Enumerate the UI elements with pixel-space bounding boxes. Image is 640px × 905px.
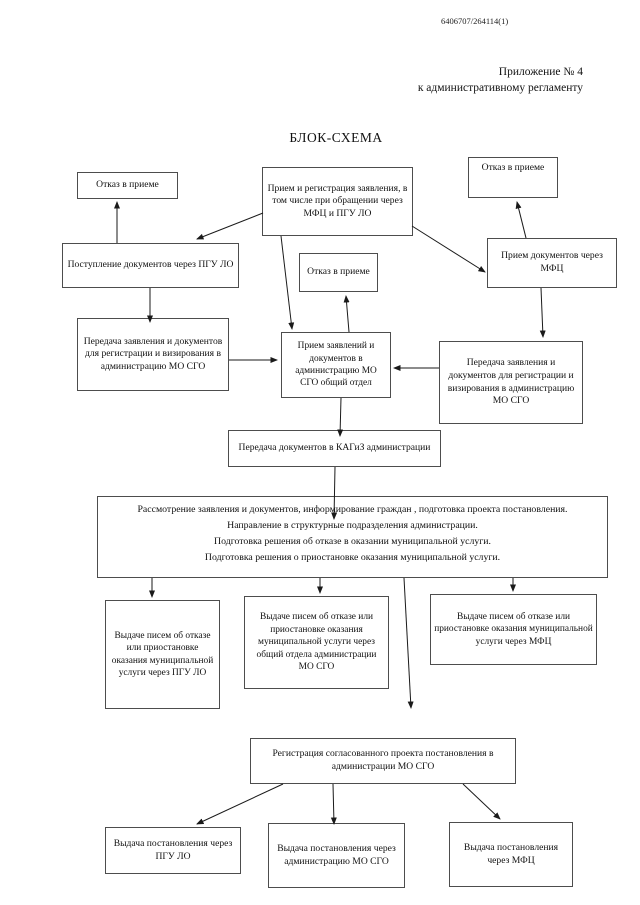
annex-line-2: к административному регламенту	[417, 82, 583, 95]
arrow-registration-to-issue-admin	[330, 783, 337, 825]
node-reception-main-label: Прием и регистрация заявления, в том чис…	[267, 182, 408, 219]
node-letters-pgu: Выдаче писем об отказе или приостановке …	[105, 600, 220, 709]
arrow-reception-mfc-to-refusal-right	[515, 201, 527, 239]
node-transfer-kagiz: Передача документов в КАГиЗ администраци…	[228, 430, 441, 467]
node-issue-mfc-label: Выдача постановления через МФЦ	[463, 841, 559, 866]
annex-reference: Приложение № 4 к административному регла…	[418, 64, 583, 96]
arrow-main-to-reception-dept	[280, 235, 295, 330]
node-review-line-1: Рассмотрение заявления и документов, инф…	[137, 504, 568, 515]
node-refusal-right-label: Отказ в приеме	[481, 162, 545, 173]
arrow-registration-to-issue-pgu	[196, 783, 284, 825]
node-issue-admin: Выдача постановления через администрацию…	[268, 823, 405, 888]
node-refusal-center-label: Отказ в приеме	[307, 266, 370, 278]
node-incoming-pgu-label: Поступление документов через ПГУ ЛО	[67, 259, 234, 271]
arrow-main-to-incoming-pgu	[196, 212, 264, 240]
document-number: 6406707/264114(1)	[441, 16, 509, 26]
node-reception-dept: Прием заявлений и документов в администр…	[281, 332, 391, 398]
arrow-review-to-registration	[403, 577, 414, 709]
arrow-registration-to-issue-mfc	[462, 783, 501, 820]
node-review-line-2: Направление в структурные подразделения …	[227, 519, 478, 531]
node-transfer-left: Передача заявления и документов для реги…	[77, 318, 229, 391]
node-refusal-left: Отказ в приеме	[77, 172, 178, 199]
node-transfer-right: Передача заявления и документов для реги…	[439, 341, 583, 424]
node-letters-pgu-label: Выдаче писем об отказе или приостановке …	[111, 630, 214, 678]
arrow-reception-dept-to-refusal-center	[343, 295, 350, 333]
node-reception-main: Прием и регистрация заявления, в том чис…	[262, 167, 413, 236]
node-reception-dept-label: Прием заявлений и документов в администр…	[295, 341, 377, 389]
arrow-reception-mfc-to-transfer-right	[539, 287, 546, 338]
node-letters-mfc-label: Выдаче писем об отказе или приостановке …	[434, 611, 593, 647]
node-transfer-left-label: Передача заявления и документов для реги…	[83, 335, 223, 372]
node-transfer-kagiz-label: Передача документов в КАГиЗ администраци…	[238, 442, 431, 454]
node-reception-mfc: Прием документов через МФЦ	[487, 238, 617, 288]
node-refusal-left-label: Отказ в приеме	[96, 179, 159, 191]
node-refusal-center: Отказ в приеме	[299, 253, 378, 292]
node-review: Рассмотрение заявления и документов, инф…	[97, 496, 608, 578]
node-letters-dept: Выдаче писем об отказе или приостановке …	[244, 596, 389, 689]
node-reception-mfc-label: Прием документов через МФЦ	[501, 250, 603, 274]
node-review-line-4: Подготовка решения о приостановке оказан…	[204, 551, 501, 563]
flowchart-title: БЛОК-СХЕМА	[289, 130, 383, 145]
node-refusal-right: Отказ в приеме	[468, 157, 558, 198]
node-letters-dept-label: Выдаче писем об отказе или приостановке …	[256, 612, 377, 673]
node-issue-admin-label: Выдача постановления через администрацию…	[277, 842, 396, 867]
node-letters-mfc: Выдаче писем об отказе или приостановке …	[430, 594, 597, 665]
arrow-main-to-reception-mfc	[411, 225, 486, 273]
node-registration: Регистрация согласованного проекта поста…	[250, 738, 516, 784]
node-issue-pgu: Выдача постановления через ПГУ ЛО	[105, 827, 241, 874]
node-issue-pgu-label: Выдача постановления через ПГУ ЛО	[113, 837, 233, 862]
node-registration-label: Регистрация согласованного проекта поста…	[272, 748, 494, 772]
node-transfer-right-label: Передача заявления и документов для реги…	[447, 357, 575, 407]
node-issue-mfc: Выдача постановления через МФЦ	[449, 822, 573, 887]
node-review-line-3: Подготовка решения об отказе в оказании …	[214, 535, 491, 547]
node-incoming-pgu: Поступление документов через ПГУ ЛО	[62, 243, 239, 288]
annex-line-1: Приложение № 4	[498, 66, 583, 78]
